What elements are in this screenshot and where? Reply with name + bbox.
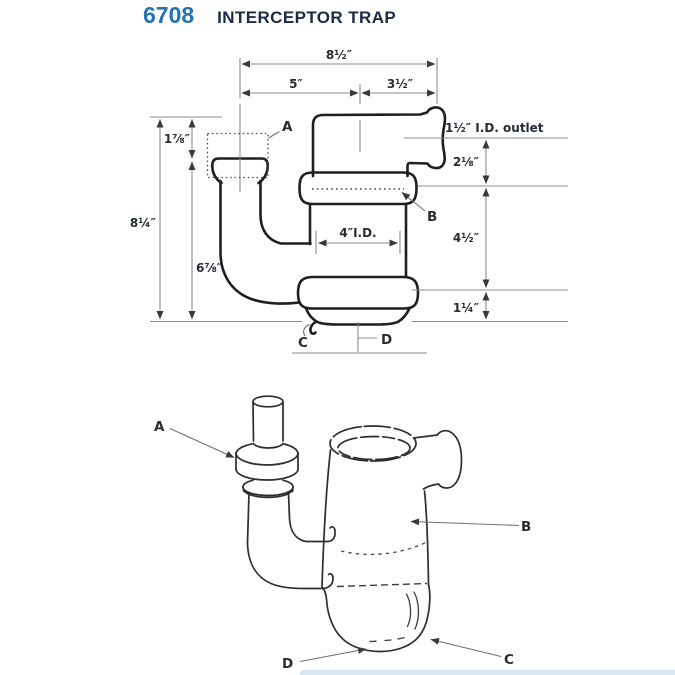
body-cap-and-outlet-path — [311, 106, 447, 178]
callout-d-front: D — [381, 332, 392, 348]
drop-left-edge — [246, 492, 250, 544]
callout-d-perspective: D — [282, 656, 293, 672]
perspective-view: A B C D — [154, 395, 531, 672]
body-top-rim-inner — [337, 435, 411, 461]
ring-right-edge — [291, 486, 294, 493]
base-highlight-arc-1 — [405, 593, 412, 628]
body-sketch — [321, 425, 463, 587]
callout-a-leader — [268, 131, 280, 139]
nut-bottom-arc — [235, 468, 299, 481]
jbend-inner-edge — [288, 517, 336, 543]
dim-inlet-drop: 1⅞″ — [164, 132, 191, 146]
jbend-outer-path — [219, 179, 301, 305]
slip-joint-dashed-arc — [340, 540, 430, 556]
dim-outlet-to-union: 2⅛″ — [453, 155, 480, 169]
callout-a-perspective: A — [154, 419, 165, 435]
base-highlight-arc-2 — [413, 591, 420, 630]
callout-c-leader — [303, 323, 310, 337]
callout-b-leader-perspective — [410, 518, 520, 527]
dim-inlet-span: 5″ — [289, 77, 303, 91]
trap-front-outline — [210, 106, 447, 335]
dim-body-depth: 4½″ — [453, 231, 480, 245]
cleanout-curl — [309, 320, 318, 335]
dim-outlet-span: 3½″ — [387, 77, 414, 91]
callout-c-perspective: C — [504, 652, 514, 668]
inlet-tube-sketch — [252, 395, 284, 442]
jbend-inner-path — [259, 179, 312, 245]
callout-b-perspective: B — [521, 519, 531, 535]
base-skirt-path — [304, 307, 411, 326]
callout-c-leader-perspective — [430, 637, 502, 658]
callout-b-front: B — [427, 209, 437, 225]
nut-neck-arc — [252, 442, 284, 449]
reference-lines — [150, 58, 568, 354]
outlet-note: 1½″ I.D. outlet — [445, 121, 544, 135]
base-sketch — [321, 582, 431, 653]
dimension-lines — [156, 60, 490, 320]
tube-top-rim — [252, 395, 284, 408]
base-top-edge — [336, 582, 428, 588]
ring-front-arc — [242, 486, 294, 497]
base-outline — [321, 583, 431, 653]
table-header-strip — [300, 670, 675, 675]
dim-overall-height: 8¼″ — [130, 216, 157, 230]
front-view: 8½″ 5″ 3½″ 1⅞″ 8¼″ 6⅞″ 1½″ I.D. outlet 2… — [130, 48, 568, 354]
dim-trap-height: 6⅞″ — [196, 261, 223, 275]
body-right-edge — [423, 490, 430, 586]
base-stipple-dashes — [369, 637, 405, 643]
model-number: 6708 — [143, 2, 195, 28]
callout-a-leader-perspective — [169, 427, 235, 459]
jbend-sketch — [246, 492, 336, 590]
coupling-nut-sketch — [235, 442, 299, 481]
union-band-path — [298, 171, 418, 206]
detail-a-dotted-region — [206, 132, 269, 179]
dim-body-id: 4″I.D. — [339, 226, 376, 240]
dim-overall-width: 8½″ — [326, 48, 353, 62]
nut-top-front-arc — [235, 452, 299, 466]
tube-left-edge — [252, 401, 255, 442]
body-top-rim-outer — [329, 425, 417, 462]
ring-top-left-arc — [242, 479, 254, 488]
product-name: INTERCEPTOR TRAP — [217, 8, 397, 27]
base-band-path — [296, 275, 420, 310]
page-title: 6708 INTERCEPTOR TRAP — [143, 2, 396, 29]
callout-d-leader-perspective — [299, 647, 367, 663]
nut-top-right-arc — [283, 443, 299, 454]
dim-base-height: 1¼″ — [453, 301, 480, 315]
ring-top-right-arc — [282, 479, 294, 488]
callout-a-front: A — [282, 119, 293, 135]
callout-b-leader — [401, 192, 426, 212]
nut-top-left-arc — [235, 443, 253, 454]
body-left-edge — [321, 449, 332, 587]
slip-ring-sketch — [242, 479, 294, 499]
outlet-stub-and-flange — [412, 429, 463, 490]
drop-right-edge — [287, 492, 291, 519]
ring-left-edge — [242, 486, 245, 493]
callout-c-front: C — [298, 335, 308, 351]
jbend-outer-edge — [246, 542, 334, 590]
